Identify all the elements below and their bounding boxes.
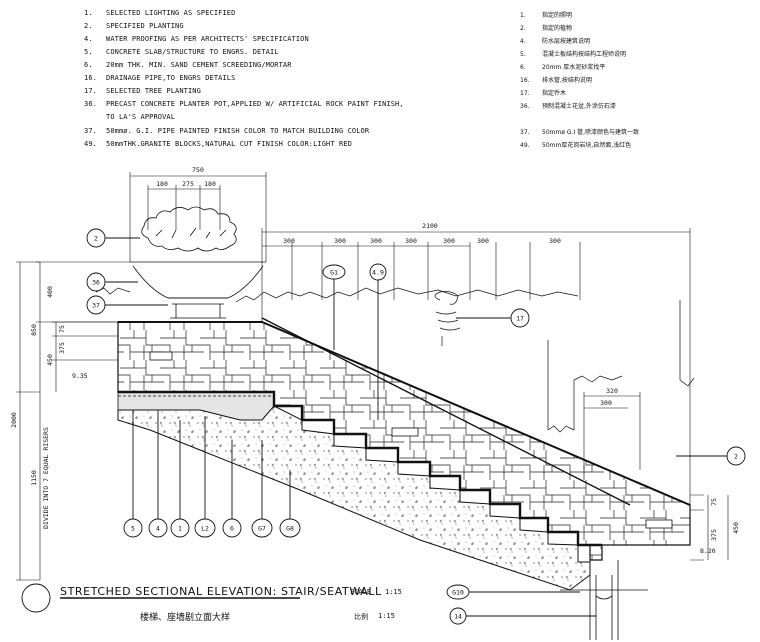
dim-left-pot: 400 bbox=[46, 286, 54, 298]
scale-label: SCALE bbox=[350, 588, 372, 596]
note-line: 6.20mm THK. MIN. SAND CEMENT SCREEDING/M… bbox=[84, 61, 292, 69]
cn-note-line: 4.防水层按建筑说明 bbox=[520, 38, 591, 45]
callout-g1: G1 bbox=[330, 269, 338, 277]
cn-note-line: 2.指定的植物 bbox=[520, 25, 573, 32]
dim-tread-5: 300 bbox=[443, 237, 455, 245]
callout-g8: G8 bbox=[286, 525, 294, 533]
callout-37: 37 bbox=[92, 302, 100, 310]
callout-14: 14 bbox=[454, 613, 462, 621]
dim-total-run: 2100 bbox=[422, 222, 438, 230]
callout-5: 5 bbox=[131, 525, 135, 533]
dim-left-small-a: 75 bbox=[58, 325, 66, 333]
callout-6: 6 bbox=[230, 525, 234, 533]
dim-tread-4: 300 bbox=[405, 237, 417, 245]
dim-left-overall: 2000 bbox=[10, 412, 18, 428]
note-line: 16.DRAINAGE PIPE,TO ENGRS DETAILS bbox=[84, 74, 236, 82]
callout-49: 4.9 bbox=[372, 269, 384, 277]
cn-note-line: 16.排水管,按结构说明 bbox=[520, 77, 592, 84]
dim-left-wall: 450 bbox=[46, 354, 54, 366]
dimension-lines bbox=[16, 172, 729, 581]
dim-pot-width: 750 bbox=[192, 166, 204, 174]
cn-note-line: 5.混凝土板结构按结构工程师说明 bbox=[520, 51, 627, 58]
background-planting bbox=[95, 287, 695, 433]
dim-tread-6: 300 bbox=[477, 237, 489, 245]
callout-4: 4 bbox=[156, 525, 160, 533]
drawing-title: STRETCHED SECTIONAL ELEVATION: STAIR/SEA… bbox=[60, 585, 382, 598]
dim-right-wall-b: 375 bbox=[710, 529, 718, 541]
dim-tread-3: 300 bbox=[370, 237, 382, 245]
note-line: 17.SELECTED TREE PLANTING bbox=[84, 87, 201, 95]
scale-value: 1:15 bbox=[385, 588, 402, 596]
dim-pot-sub-2: 275 bbox=[182, 180, 194, 188]
level-upper: 9.35 bbox=[72, 372, 88, 380]
callout-36: 36 bbox=[92, 279, 100, 287]
dim-pot-sub-1: 180 bbox=[156, 180, 168, 188]
cn-scale-value: 1:15 bbox=[378, 612, 395, 620]
note-line: 36.PRECAST CONCRETE PLANTER POT,APPLIED … bbox=[84, 100, 404, 108]
callout-2-top: 2 bbox=[94, 235, 98, 243]
dim-tread-2: 300 bbox=[334, 237, 346, 245]
callout-2-right: 2 bbox=[734, 453, 738, 461]
cn-note-line: 36.预制混凝土花盆,外涂仿石漆 bbox=[520, 103, 616, 110]
dim-right-wall-total: 450 bbox=[732, 522, 740, 534]
drawing-title-cn: 楼梯、座墙剧立面大样 bbox=[140, 613, 231, 623]
dim-right-sub: 300 bbox=[600, 399, 612, 407]
cn-note-line: 17.指定乔木 bbox=[520, 90, 567, 97]
dim-right-top: 320 bbox=[606, 387, 618, 395]
callout-bubbles bbox=[21, 228, 746, 625]
cn-scale-label: 比例 bbox=[354, 613, 368, 621]
note-line: 37.50mmø. G.I. PIPE PAINTED FINISH COLOR… bbox=[84, 127, 370, 135]
note-line: TO LA'S APPROVAL bbox=[106, 113, 176, 121]
dim-tread-7: 300 bbox=[549, 237, 561, 245]
stair-body bbox=[117, 317, 691, 591]
note-line: 49.50mmTHK.GRANITE BLOCKS,NATURAL CUT FI… bbox=[84, 140, 352, 148]
level-lower: 8.20 bbox=[700, 547, 716, 555]
cn-note-line: 1.指定的照明 bbox=[520, 12, 573, 19]
dim-left-small-b: 375 bbox=[58, 342, 66, 354]
note-line: 5.CONCRETE SLAB/STRUCTURE TO ENGRS. DETA… bbox=[84, 48, 279, 56]
note-line: 4.WATER PROOFING AS PER ARCHITECTS' SPEC… bbox=[84, 35, 309, 43]
cn-note-line: 6.20mm 厚水泥砂浆找平 bbox=[520, 64, 606, 71]
planter-pot bbox=[130, 206, 266, 319]
callout-1: 1 bbox=[178, 525, 182, 533]
dim-left-lower: 1150 bbox=[30, 470, 38, 486]
note-line: 2.SPECIFIED PLANTING bbox=[84, 22, 184, 30]
cn-note-line: 37.50mmø G.I 管,喷漆颜色与建筑一致 bbox=[520, 129, 640, 136]
callout-l2: L2 bbox=[201, 525, 209, 533]
callout-17: 17 bbox=[516, 315, 524, 323]
note-line: 1.SELECTED LIGHTING AS SPECIFIED bbox=[84, 9, 236, 17]
dim-left-upper: 850 bbox=[30, 324, 38, 336]
callout-g10: G10 bbox=[452, 589, 464, 597]
drainage-pipe bbox=[560, 560, 648, 640]
dim-right-wall-a: 75 bbox=[710, 498, 718, 506]
callout-g7: G7 bbox=[258, 525, 266, 533]
dim-pot-sub-3: 180 bbox=[204, 180, 216, 188]
dim-tread-1: 300 bbox=[283, 237, 295, 245]
divide-risers-note: DIVIDE INTO 7 EQUAL RISERS bbox=[42, 427, 50, 529]
cn-note-line: 49.50mm厚花岗岩块,自然面,浅红色 bbox=[520, 142, 632, 149]
